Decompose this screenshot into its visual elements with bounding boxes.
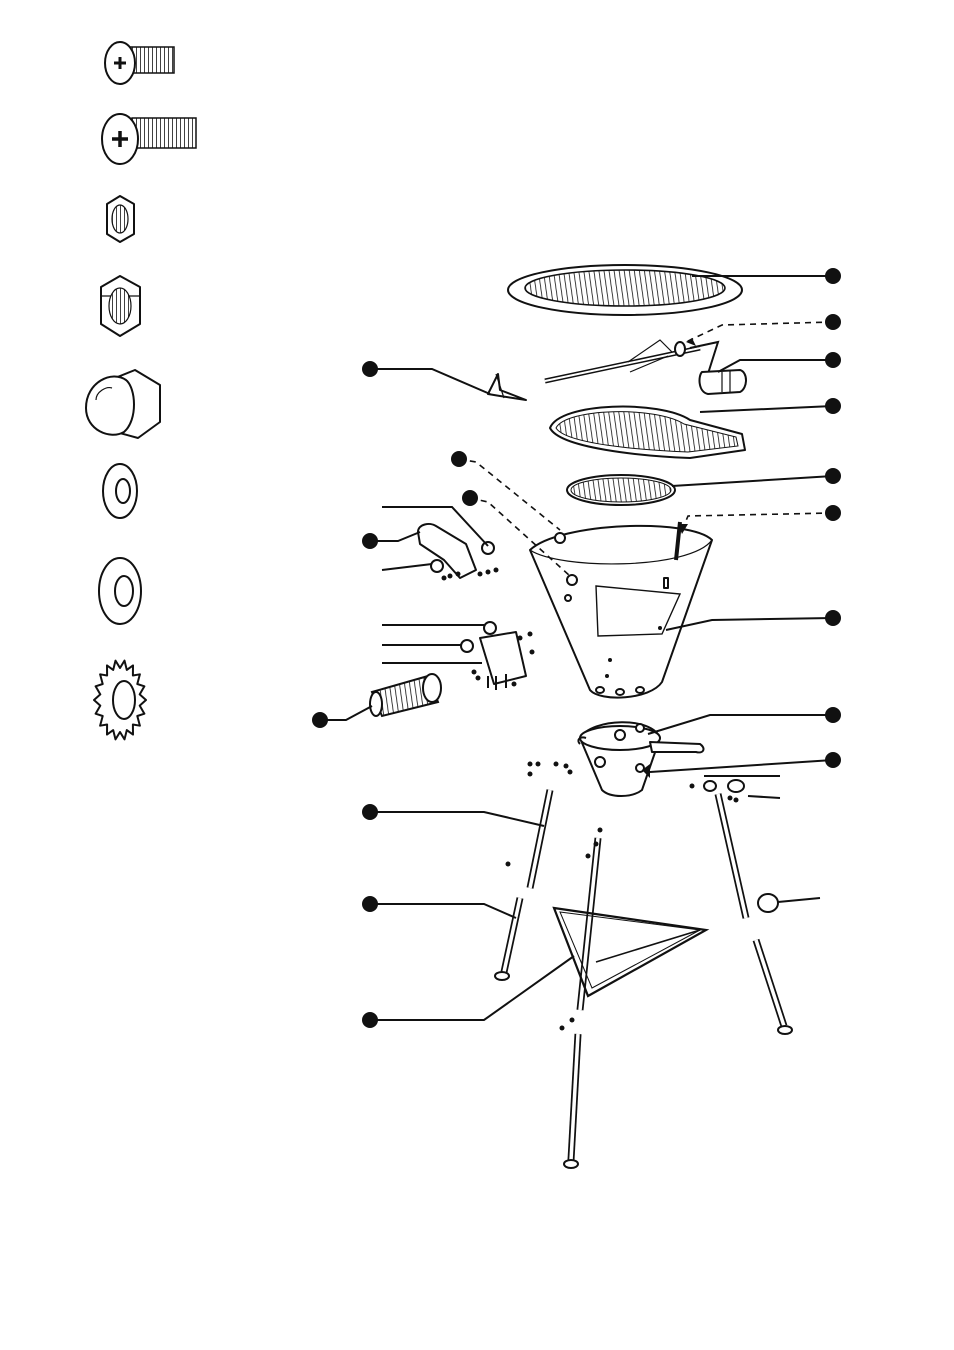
washer-small-icon	[103, 464, 137, 518]
lock-washer-icon	[94, 661, 146, 740]
cone-bowl	[530, 526, 712, 698]
screw-long-icon	[102, 114, 196, 164]
nut-small-icon	[107, 196, 134, 242]
fire-grate	[567, 475, 675, 505]
rotisserie-fork	[488, 374, 526, 400]
vent-slider	[461, 622, 535, 690]
nut-large-icon	[101, 276, 140, 336]
cooking-grill	[508, 265, 742, 315]
washer-large-icon	[99, 558, 141, 624]
ash-catcher	[578, 722, 703, 796]
charcoal-grate	[550, 407, 745, 458]
rotisserie-spit	[545, 340, 700, 381]
screw-short-icon	[105, 42, 174, 84]
cap-nut-icon	[86, 370, 160, 438]
leg-lower	[495, 894, 792, 1168]
leg-upper	[506, 762, 747, 1031]
leg-brace	[554, 908, 706, 996]
handle-bracket	[418, 524, 499, 581]
lighter-cylinder	[370, 674, 441, 716]
